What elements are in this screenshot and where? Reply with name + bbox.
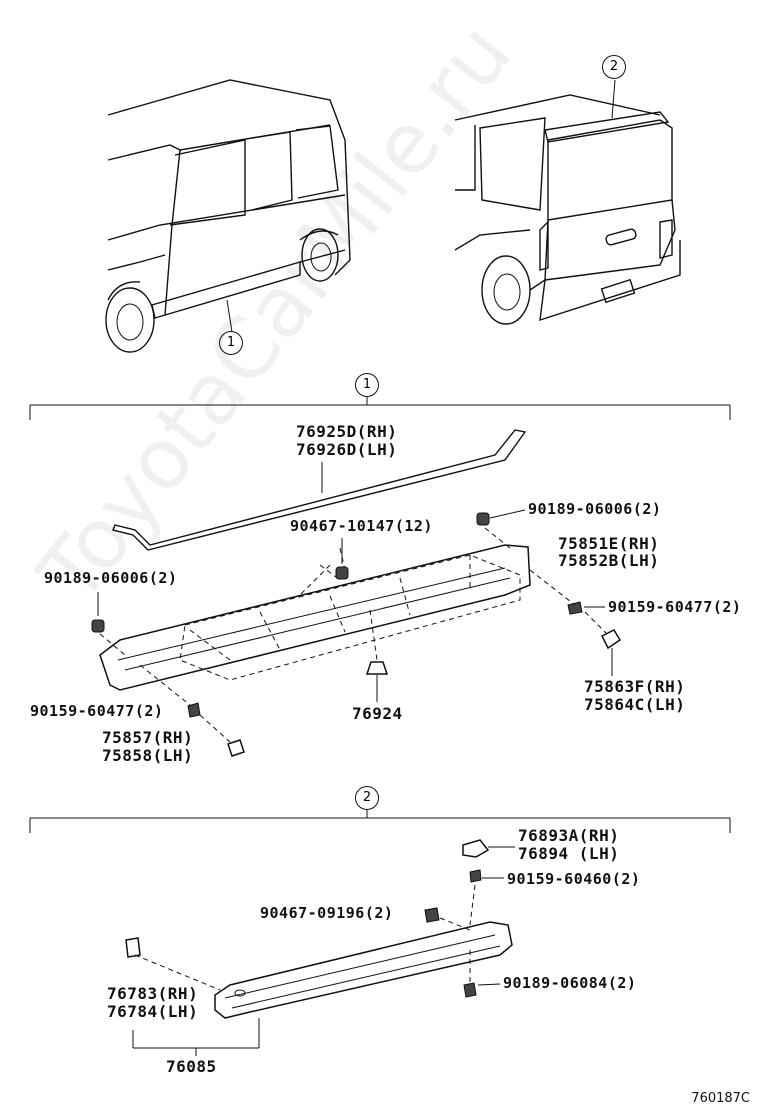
label-fastener-mid: 90467-10147(12) <box>290 517 433 535</box>
label-screw-right: 90159-60477(2) <box>608 598 742 616</box>
label-cover-lh: 76894 (LH) <box>518 844 620 863</box>
fastener-90467-marker <box>299 538 349 596</box>
diagram-code: 760187C <box>691 1091 750 1106</box>
label-nut: 76924 <box>352 704 403 723</box>
label-clip-bottom: 90189-06084(2) <box>503 974 637 992</box>
section2-parts <box>125 839 515 1056</box>
clip-90189-top-marker <box>476 509 526 549</box>
label-cap-left-rh: 75857(RH) <box>102 728 194 747</box>
car-rear-view <box>454 79 681 325</box>
section1-parts <box>91 429 622 757</box>
label-cap-right-lh: 75864C(LH) <box>584 695 686 714</box>
nut-76924-marker <box>365 609 389 702</box>
section1-bracket <box>29 396 731 420</box>
label-cover-rh: 76893A(RH) <box>518 826 620 845</box>
label-screw-top: 90159-60460(2) <box>507 870 641 888</box>
label-rocker-lh: 76926D(LH) <box>296 440 398 459</box>
section2-bracket <box>29 809 731 833</box>
cap-left-marker <box>199 714 245 757</box>
label-rocker-rh: 76925D(RH) <box>296 422 398 441</box>
screw-right-marker <box>529 569 605 615</box>
label-clip-top: 90189-06006(2) <box>528 500 662 518</box>
label-mould-lh: 75852B(LH) <box>558 551 660 570</box>
label-bracket-rh: 76783(RH) <box>107 984 199 1003</box>
label-cap-right-rh: 75863F(RH) <box>584 677 686 696</box>
label-spoiler: 76085 <box>166 1057 217 1076</box>
label-bracket-lh: 76784(LH) <box>107 1002 199 1021</box>
label-clip-left: 90189-06006(2) <box>44 569 178 587</box>
callout-2-section: 2 <box>355 786 379 810</box>
label-cap-left-lh: 75858(LH) <box>102 746 194 765</box>
label-mould-rh: 75851E(RH) <box>558 534 660 553</box>
car-side-view <box>105 79 351 353</box>
label-fastener: 90467-09196(2) <box>260 904 394 922</box>
callout-1-section: 1 <box>355 373 379 397</box>
callout-2-top: 2 <box>602 55 626 79</box>
clip-90189-left-marker <box>91 592 126 656</box>
cap-right-marker <box>584 611 622 676</box>
callout-1-car: 1 <box>219 331 243 355</box>
label-screw-left: 90159-60477(2) <box>30 702 164 720</box>
